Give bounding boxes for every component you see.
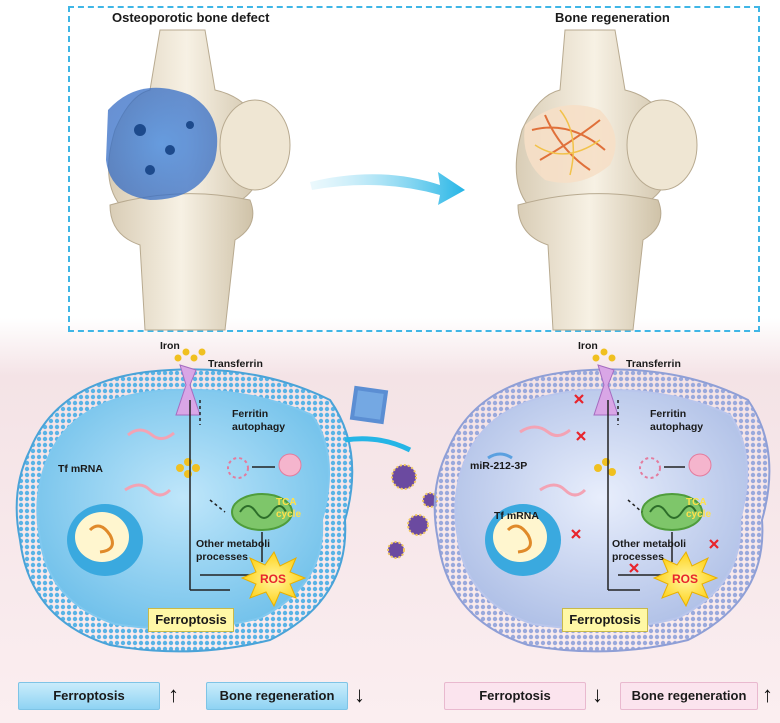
top-right-title: Bone regeneration (555, 10, 670, 25)
top-panel-border (68, 6, 760, 332)
regeneration-arrow (310, 172, 465, 205)
osteoporotic-knee (106, 29, 291, 331)
ros-burst-left (240, 550, 307, 608)
regenerated-knee (515, 29, 698, 331)
cell-illustrations (15, 348, 771, 653)
up-arrow-icon: ↑ (168, 682, 179, 707)
right-mirna-label: miR-212-3P (470, 460, 528, 472)
right-cell (433, 348, 771, 653)
nucleus-right (485, 504, 561, 576)
left-transferrin-label: Transferrin (208, 358, 263, 370)
right-iron-label: Iron (578, 340, 598, 352)
left-ros-label: ROS (260, 572, 287, 586)
left-tf-mrna-label: Tf mRNA (58, 463, 103, 475)
right-ferroptosis-box: Ferroptosis (562, 608, 648, 632)
ros-burst-right (652, 550, 719, 608)
right-tf-mrna-label: Tf mRNA (494, 510, 539, 522)
left-iron-label: Iron (160, 340, 180, 352)
left-other-processes-label: Other metaboli processes (196, 538, 271, 563)
bottom-right-bone-regeneration: Bone regeneration (620, 682, 758, 710)
bottom-left-bone-regeneration: Bone regeneration (206, 682, 348, 710)
bone-defect-region (106, 87, 218, 200)
tf-mrna-strand-left (124, 483, 172, 497)
right-other-processes-label: Other metaboli processes (612, 538, 687, 563)
nucleus-left (67, 504, 143, 576)
down-arrow-icon: ↓ (354, 682, 365, 707)
right-ferritin-label: Ferritin autophagy (650, 408, 704, 433)
mitochondrion-left (231, 493, 293, 531)
right-transferrin-label: Transferrin (626, 358, 681, 370)
left-ferroptosis-box: Ferroptosis (148, 608, 234, 632)
right-ros-label: ROS (672, 572, 699, 586)
right-tca-label: TCA cycle (686, 497, 712, 520)
top-left-title: Osteoporotic bone defect (112, 10, 270, 25)
inhibition-marks (571, 394, 719, 573)
down-arrow-icon: ↓ (592, 682, 603, 707)
knee-illustrations (106, 29, 698, 331)
mirna-strand (487, 452, 513, 460)
hydrogel-exosome-delivery (344, 385, 438, 559)
bottom-right-ferroptosis: Ferroptosis (444, 682, 586, 710)
up-arrow-icon: ↑ (762, 682, 773, 707)
left-tca-label: TCA cycle (276, 497, 302, 520)
left-ferritin-label: Ferritin autophagy (232, 408, 286, 433)
bottom-left-ferroptosis: Ferroptosis (18, 682, 160, 710)
left-cell (15, 348, 354, 653)
